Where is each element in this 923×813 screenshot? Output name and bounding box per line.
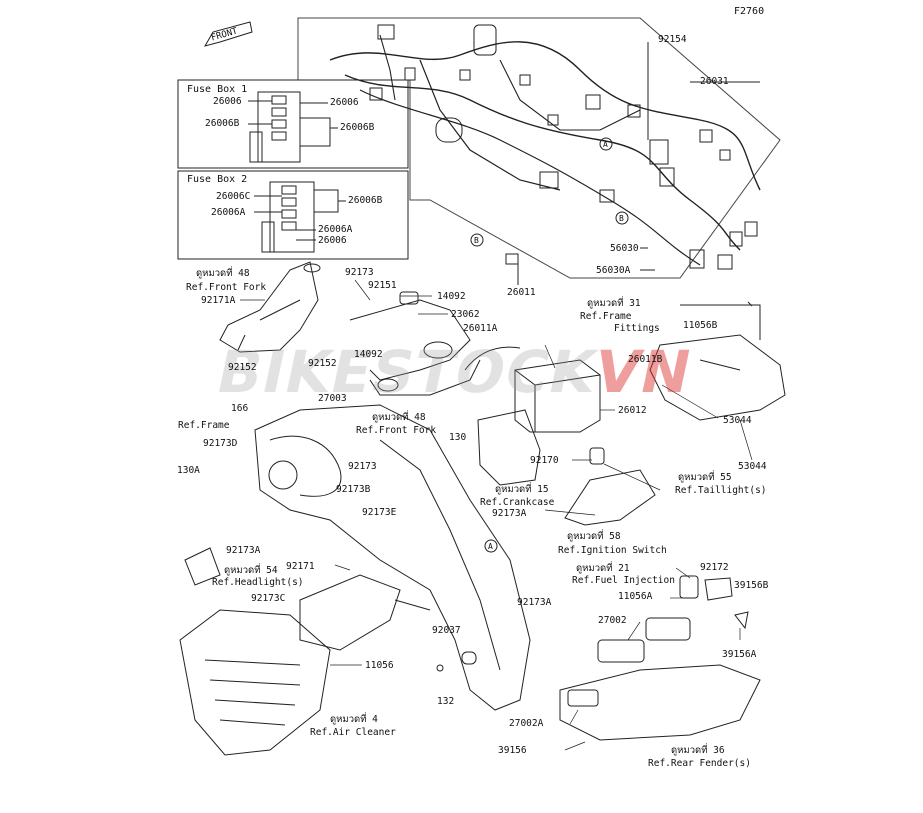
ref-taillight-en: Ref.Taillight(s) [675, 485, 767, 496]
part-11056: 11056 [365, 660, 394, 671]
ref-frame-fittings-th: ดูหมวดที่ 31 [587, 298, 641, 309]
part-27003: 27003 [318, 393, 347, 404]
ref-air-cleaner-th: ดูหมวดที่ 4 [330, 714, 378, 725]
fuse-box-2-left-0: 26006C [216, 191, 251, 202]
fuse-box-2-right-0: 26006B [348, 195, 383, 206]
fuse-box-1-left-1: 26006B [205, 118, 240, 129]
part-26031: 26031 [700, 76, 729, 87]
part-92172: 92172 [700, 562, 729, 573]
fuse-box-2-left-1: 26006A [211, 207, 246, 218]
ref-rear-fender-en: Ref.Rear Fender(s) [648, 758, 751, 769]
ref-headlight-en: Ref.Headlight(s) [212, 577, 304, 588]
part-26011B: 26011B [628, 354, 663, 365]
callout-b-2: B [474, 236, 479, 245]
part-26011: 26011 [507, 287, 536, 298]
watermark: BIKESTOCKVN [211, 338, 698, 406]
part-14092-a: 14092 [437, 291, 466, 302]
part-11056A: 11056A [618, 591, 653, 602]
ref-front-fork-1-th: ดูหมวดที่ 48 [196, 268, 250, 279]
part-53044-b: 53044 [738, 461, 767, 472]
part-130A: 130A [177, 465, 200, 476]
part-92170: 92170 [530, 455, 559, 466]
part-14092-b: 14092 [354, 349, 383, 360]
harness-panel [297, 17, 781, 279]
ref-fuel-injection-en: Ref.Fuel Injection [572, 575, 675, 586]
part-92173-top: 92173 [345, 267, 374, 278]
ref-taillight-th: ดูหมวดที่ 55 [678, 472, 732, 483]
fuse-box-2-title: Fuse Box 2 [187, 174, 248, 185]
front-badge-shape [203, 21, 253, 47]
part-92171A: 92171A [201, 295, 236, 306]
callout-b-1: B [619, 214, 624, 223]
ref-crankcase-en: Ref.Crankcase [480, 497, 555, 508]
ref-frame-fittings-en2: Fittings [614, 323, 660, 334]
part-92152-b: 92152 [308, 358, 337, 369]
part-92154: 92154 [658, 34, 687, 45]
part-23062: 23062 [451, 309, 480, 320]
callout-a-1: A [603, 140, 608, 149]
fuse-box-1-frame [177, 79, 409, 169]
part-132: 132 [437, 696, 455, 707]
part-56030: 56030 [610, 243, 639, 254]
part-92173A-left: 92173A [226, 545, 261, 556]
part-92173A-mid: 92173A [492, 508, 527, 519]
part-92173C: 92173C [251, 593, 286, 604]
part-92171: 92171 [286, 561, 315, 572]
part-92173A-bot: 92173A [517, 597, 552, 608]
fuse-box-2-right-1: 26006A [318, 224, 353, 235]
fuse-box-1-right-0: 26006 [330, 97, 359, 108]
ref-frame-fittings-en1: Ref.Frame [580, 311, 632, 322]
diagram-code: F2760 [734, 6, 765, 17]
fuse-box-1-right-1: 26006B [340, 122, 375, 133]
part-39156B: 39156B [734, 580, 769, 591]
part-92152-a: 92152 [228, 362, 257, 373]
fuse-box-2-frame [177, 170, 409, 260]
ref-crankcase-th: ดูหมวดที่ 15 [495, 484, 549, 495]
ref-fuel-injection-th: ดูหมวดที่ 21 [576, 563, 630, 574]
watermark-main: BIKESTOCK [210, 338, 603, 406]
part-92037: 92037 [432, 625, 461, 636]
ref-front-fork-2-en: Ref.Front Fork [356, 425, 437, 436]
ref-headlight-th: ดูหมวดที่ 54 [224, 565, 278, 576]
callout-a-2: A [488, 542, 493, 551]
part-39156: 39156 [498, 745, 527, 756]
part-92173D: 92173D [203, 438, 238, 449]
part-27002: 27002 [598, 615, 627, 626]
fuse-box-2-right-2: 26006 [318, 235, 347, 246]
part-56030A: 56030A [596, 265, 631, 276]
part-39156A: 39156A [722, 649, 757, 660]
fuse-box-1-title: Fuse Box 1 [187, 84, 248, 95]
part-130: 130 [449, 432, 467, 443]
part-26011A: 26011A [463, 323, 498, 334]
ref-ignition-en: Ref.Ignition Switch [558, 545, 667, 556]
part-92173E: 92173E [362, 507, 397, 518]
part-92151: 92151 [368, 280, 397, 291]
ref-rear-fender-th: ดูหมวดที่ 36 [671, 745, 725, 756]
part-92173-mid: 92173 [348, 461, 377, 472]
part-92173B: 92173B [336, 484, 371, 495]
ref-frame-en: Ref.Frame [178, 420, 230, 431]
ref-front-fork-1-en: Ref.Front Fork [186, 282, 267, 293]
part-11056B: 11056B [683, 320, 718, 331]
part-26012: 26012 [618, 405, 647, 416]
part-166: 166 [231, 403, 249, 414]
ref-air-cleaner-en: Ref.Air Cleaner [310, 727, 396, 738]
part-53044-a: 53044 [723, 415, 752, 426]
ref-front-fork-2-th: ดูหมวดที่ 48 [372, 412, 426, 423]
watermark-suffix: VN [588, 338, 699, 406]
part-27002A: 27002A [509, 718, 544, 729]
ref-ignition-th: ดูหมวดที่ 58 [567, 531, 621, 542]
fuse-box-1-left-0: 26006 [213, 96, 242, 107]
